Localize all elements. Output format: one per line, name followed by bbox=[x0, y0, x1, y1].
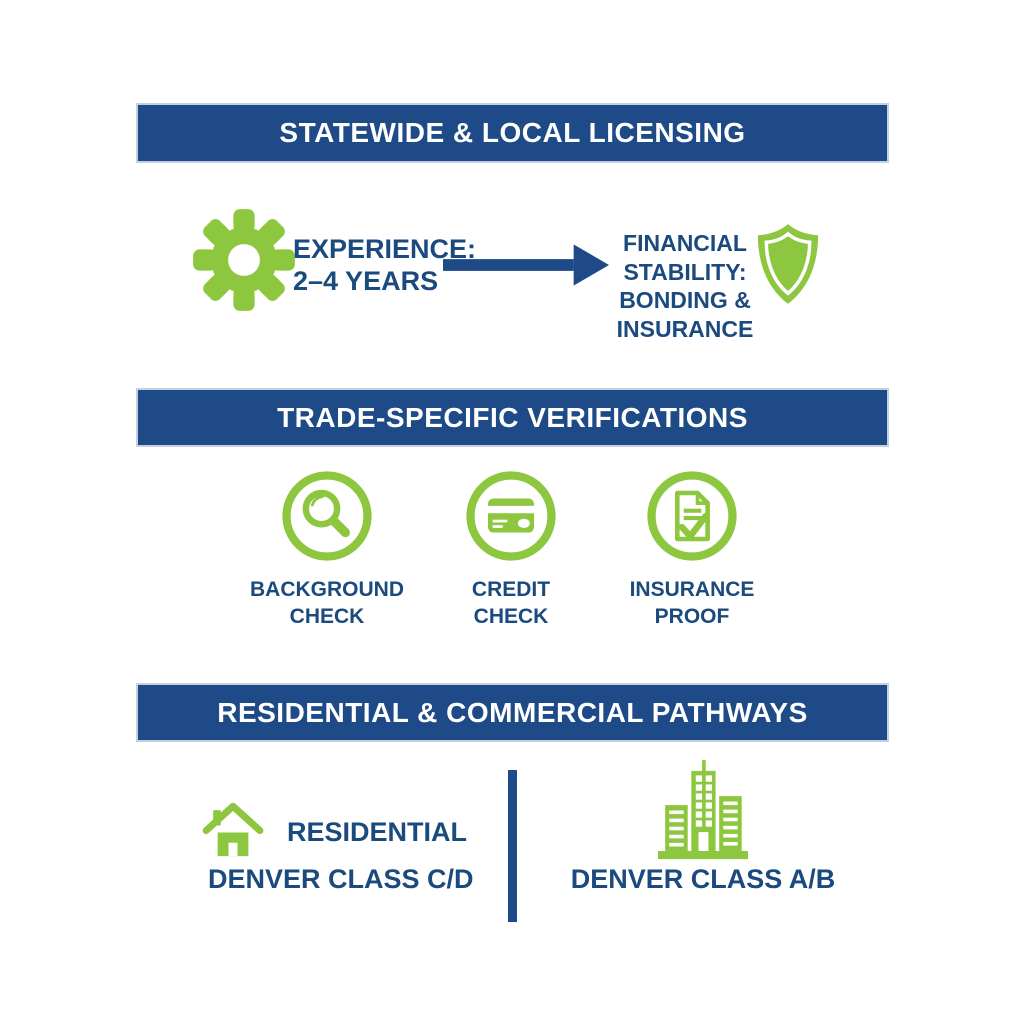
residential-class-label: DENVER CLASS C/D bbox=[208, 864, 474, 894]
verification-item-insurance-proof: INSURANCE PROOF bbox=[602, 470, 782, 631]
gear-icon bbox=[191, 207, 297, 318]
document-check-icon bbox=[646, 471, 738, 566]
verification-label: CREDIT CHECK bbox=[471, 578, 551, 629]
section-header-pathways: RESIDENTIAL & COMMERCIAL PATHWAYS bbox=[136, 683, 889, 742]
verification-item-credit-check: CREDIT CHECK bbox=[421, 470, 601, 631]
shield-icon bbox=[753, 222, 823, 311]
verification-item-background-check: BACKGROUND CHECK bbox=[237, 470, 417, 631]
section-header-licensing: STATEWIDE & LOCAL LICENSING bbox=[136, 103, 889, 163]
financial-stability-label: FINANCIAL STABILITY: BONDING & INSURANCE bbox=[616, 230, 754, 342]
commercial-class-label: DENVER CLASS A/B bbox=[570, 864, 836, 894]
credit-card-icon bbox=[465, 471, 557, 566]
section-header-verifications: TRADE-SPECIFIC VERIFICATIONS bbox=[136, 388, 889, 447]
experience-label: EXPERIENCE: 2–4 YEARS bbox=[293, 234, 477, 296]
verification-label: INSURANCE PROOF bbox=[629, 578, 755, 629]
arrow-right-icon bbox=[443, 243, 610, 292]
residential-title: RESIDENTIAL bbox=[287, 817, 468, 847]
buildings-icon bbox=[658, 760, 748, 866]
pathways-divider bbox=[508, 770, 517, 922]
house-icon bbox=[201, 795, 265, 866]
verification-label: BACKGROUND CHECK bbox=[250, 578, 404, 629]
magnifier-icon bbox=[281, 471, 373, 566]
